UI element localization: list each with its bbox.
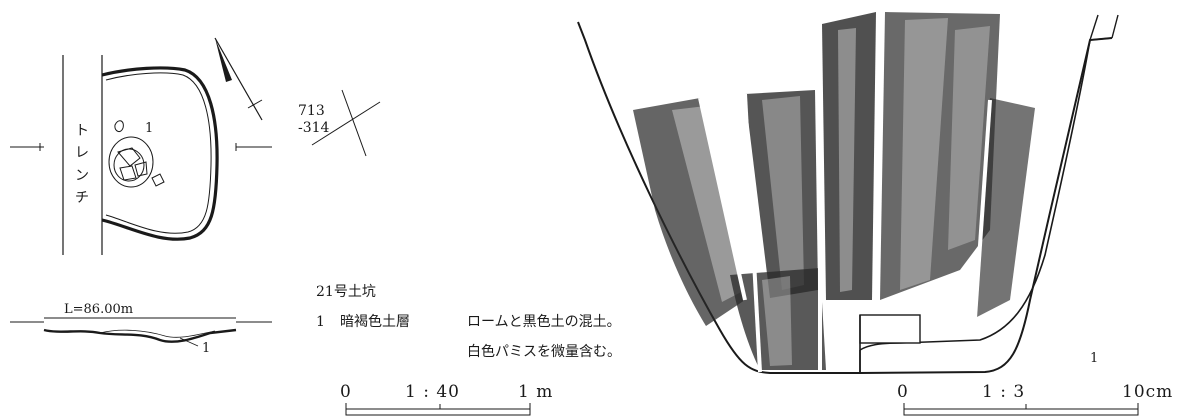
legend-item-name: 暗褐色土層 xyxy=(340,313,410,330)
grid-coord-x: 713 xyxy=(298,103,325,119)
vessel-number: 1 xyxy=(1090,351,1098,366)
section-layer-number: 1 xyxy=(202,341,210,356)
panel-dividers xyxy=(698,12,992,373)
pottery-cluster xyxy=(108,120,165,188)
section-profile xyxy=(43,328,237,343)
section-level-label: L=86.00m xyxy=(64,302,133,317)
cord-mark-texture xyxy=(633,12,1035,370)
scale-pottery-zero: 0 xyxy=(897,382,909,402)
scale-pottery-bar xyxy=(903,408,1139,416)
trench-label-3: ン xyxy=(75,168,89,184)
trench-label-4: チ xyxy=(75,190,89,206)
scale-pottery-end: 10cm xyxy=(1122,382,1173,402)
scale-plan-zero: 0 xyxy=(340,382,352,402)
trench-label-2: レ xyxy=(75,145,89,161)
legend-item-desc-2: 白色パミスを微量含む。 xyxy=(467,343,621,360)
pit-outline xyxy=(101,66,219,241)
vessel-base-cut xyxy=(859,314,921,344)
grid-coord-y: -314 xyxy=(298,120,330,136)
scale-plan-end: 1 m xyxy=(518,382,553,402)
grid-coordinate: 713 -314 xyxy=(298,89,381,157)
pit-plan-view: ト レ ン チ 1 xyxy=(10,55,272,255)
trench-label-1: ト xyxy=(75,123,89,139)
vessel-outer-right xyxy=(859,37,1113,374)
scale-pottery-ratio: 1 : 3 xyxy=(982,382,1025,402)
scale-bar-pottery: 0 1 : 3 10cm xyxy=(897,382,1173,416)
legend-title: 21号土坑 xyxy=(316,284,376,300)
north-arrow-icon xyxy=(214,37,263,121)
scale-bar-plan: 0 1 : 40 1 m xyxy=(340,382,553,416)
layer-legend: 21号土坑 1 暗褐色土層 ロームと黒色土の混土。 白色パミスを微量含む。 xyxy=(316,284,621,360)
scale-plan-bar xyxy=(345,408,531,416)
plan-layer-number: 1 xyxy=(145,121,153,136)
legend-item-number: 1 xyxy=(316,314,325,330)
pit-inner-outline xyxy=(105,72,212,234)
legend-item-desc-1: ロームと黒色土の混土。 xyxy=(467,313,621,330)
pit-section-view: L=86.00m 1 xyxy=(10,302,272,356)
scale-plan-ratio: 1 : 40 xyxy=(405,382,460,402)
pottery-vessel-drawing: 1 xyxy=(577,12,1119,374)
